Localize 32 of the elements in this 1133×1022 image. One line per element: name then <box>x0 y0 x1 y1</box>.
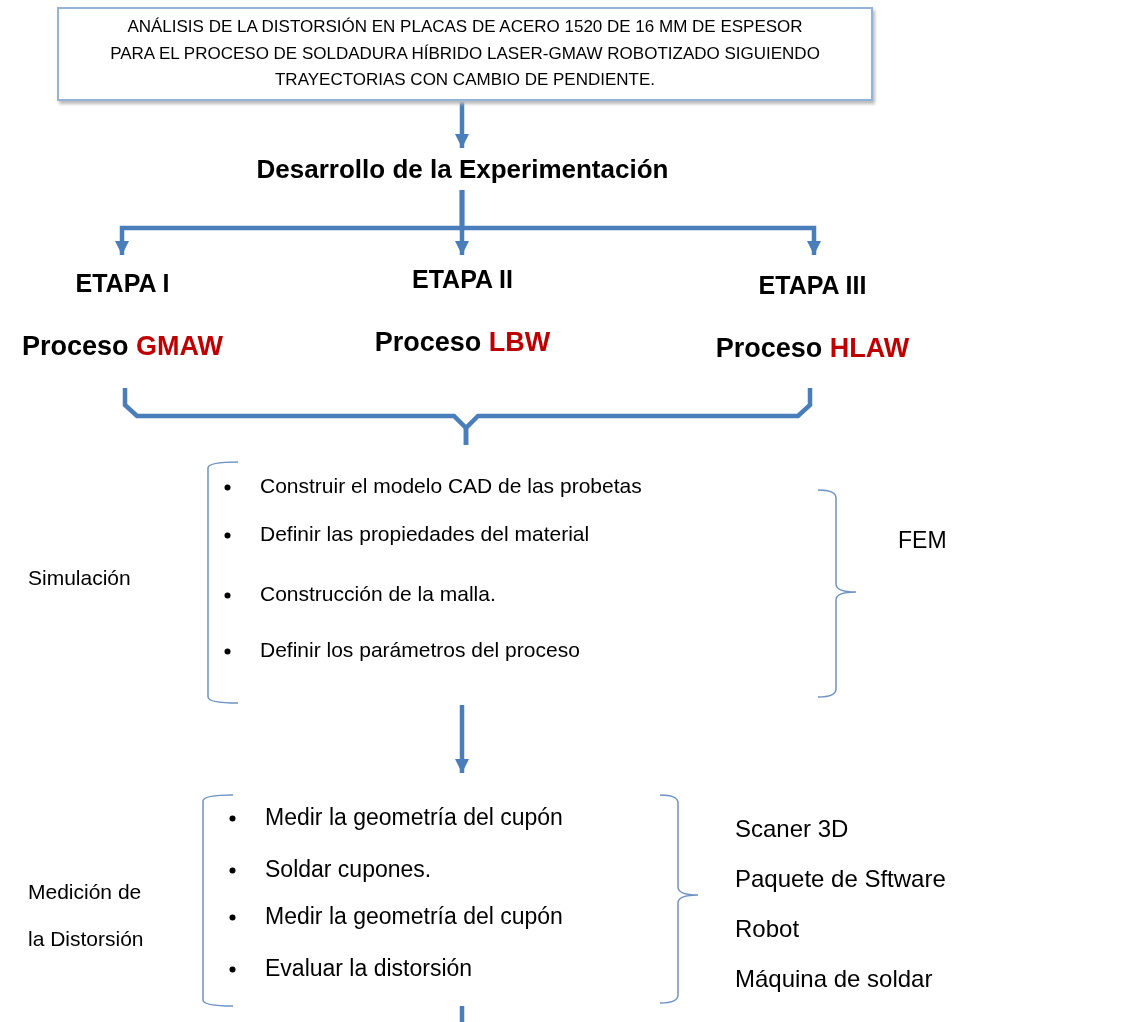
method-label: FEM <box>898 527 948 555</box>
bullet-item: Medir la geometría del cupón <box>265 804 563 831</box>
arrow <box>455 99 469 148</box>
process-name: HLAW <box>829 333 910 363</box>
bullet-item: Evaluar la distorsión <box>265 955 473 982</box>
connector-line <box>459 1006 465 1022</box>
process-word: Proceso <box>374 327 482 357</box>
process-name: GMAW <box>136 331 224 361</box>
bullet-item: Definir los parámetros del proceso <box>260 638 580 662</box>
title-text: ANÁLISIS DE LA DISTORSIÓN EN PLACAS DE ACERO 1520 DE 16 MM DE ESPESOR PARA EL PROCESO DE SOLDADURA HÍBRIDO LASER-GMAW ROBOTIZADO SIGUIENDO TRAYECTORIAS CON CAMBIO DE PENDIENTE. <box>109 16 821 92</box>
stage-heading: ETAPA II <box>411 265 514 294</box>
bullet-item: Medir la geometría del cupón <box>265 903 563 930</box>
process-word: Proceso <box>21 331 129 361</box>
title-box <box>57 7 873 101</box>
tool-label: Robot <box>735 915 801 944</box>
arrow <box>459 190 821 255</box>
bullet-item: Construcción de la malla. <box>260 582 496 606</box>
stage-heading: ETAPA I <box>74 269 171 298</box>
bullet-item: Definir las propiedades del material <box>260 522 590 546</box>
bullet-item: Construir el modelo CAD de las probetas <box>260 474 642 498</box>
heading-text: Desarrollo de la Experimentación <box>255 154 670 185</box>
section-label: Medición de la Distorsión <box>28 879 145 953</box>
process-word: Proceso <box>715 333 823 363</box>
arrow <box>455 705 469 773</box>
process-name: LBW <box>488 327 551 357</box>
tool-label: Máquina de soldar <box>735 965 934 994</box>
section-label: Simulación <box>28 565 132 591</box>
stage-heading: ETAPA III <box>757 271 868 300</box>
tool-label: Scaner 3D <box>735 815 850 844</box>
brace-connector <box>463 388 813 445</box>
tool-label: Paquete de Sftware <box>735 865 947 894</box>
bullet-item: Soldar cupones. <box>265 856 432 883</box>
